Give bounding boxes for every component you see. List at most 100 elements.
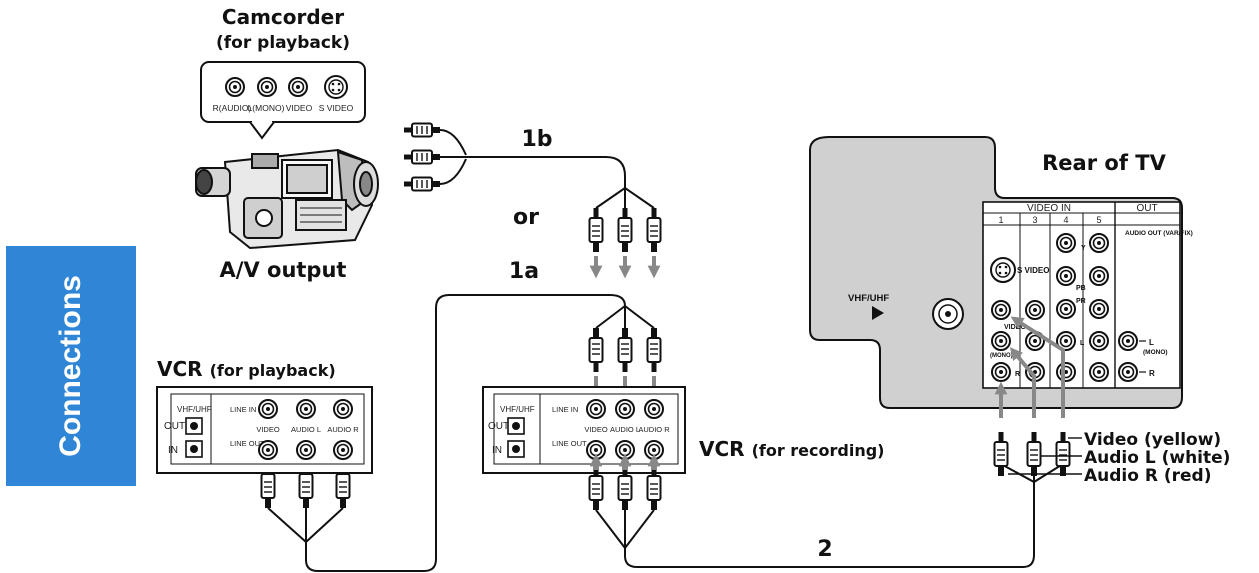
tv-l-mid-label: L xyxy=(1080,340,1085,347)
tv-jack-5-pr xyxy=(1089,299,1109,319)
cable-2-plug xyxy=(993,431,1009,477)
camcorder-jack-label: S VIDEO xyxy=(319,103,354,113)
tv-out-mono-label: (MONO) xyxy=(1143,349,1168,356)
section-tab: Connections xyxy=(6,246,136,486)
vcr-playback-jack-label: VIDEO xyxy=(256,425,280,434)
cable-1b-plug xyxy=(403,149,441,165)
tv-s-video-jack xyxy=(990,257,1016,283)
cable-legend-video: Video (yellow) xyxy=(1084,430,1221,450)
vcr-recording-title: VCR (for recording) xyxy=(699,437,885,461)
vcr-recording-title-sub: (for recording) xyxy=(752,441,885,460)
camcorder-jack-audio-l xyxy=(257,77,277,97)
tv-jack-1-video xyxy=(991,300,1011,320)
vcr-recording-in-audio-l-jack xyxy=(615,399,635,419)
camcorder-subtitle: (for playback) xyxy=(216,33,350,53)
cable-legend-audio-l: Audio L (white) xyxy=(1084,448,1230,468)
vcr-playback-out-video-jack xyxy=(258,440,278,460)
cable-1a xyxy=(267,294,655,572)
tv-r-small-label: R xyxy=(1015,371,1020,378)
tv-jack-5-l xyxy=(1089,331,1109,351)
vcr-playback-out-audio-l-jack xyxy=(296,440,316,460)
cable-legend-audio-r: Audio R (red) xyxy=(1084,466,1211,486)
tv-col-label: 3 xyxy=(1032,215,1037,225)
tv-antenna-jack xyxy=(932,298,964,330)
vcr-playback-vhf: VHF/UHF xyxy=(177,405,212,414)
vcr-playback-title: VCR(for playback) xyxy=(157,357,336,381)
vcr-recording-line-out: LINE OUT xyxy=(552,439,587,448)
vcr-recording-panel: VHF/UHF OUT IN LINE IN LINE OUT VIDEO AU… xyxy=(482,386,686,474)
cable-legend: Video (yellow) Audio L (white) Audio R (… xyxy=(1008,430,1230,486)
cable-2 xyxy=(595,463,1064,568)
vcr-playback-out: OUT xyxy=(164,421,185,432)
camcorder-title: Camcorder xyxy=(222,5,344,29)
vcr-recording-in: IN xyxy=(492,445,502,456)
tv-mono-small-label: (MONO) xyxy=(990,353,1013,359)
vcr-playback-title-main: VCR xyxy=(157,357,203,381)
tv-video-in-header: VIDEO IN xyxy=(1027,203,1071,214)
tv-out-l-label: L xyxy=(1149,338,1154,347)
vcr-recording-out-audio-l-jack xyxy=(615,440,635,460)
cable-1b-plug xyxy=(617,207,633,253)
vcr-recording-out-video-jack xyxy=(586,440,606,460)
tv-y-label: Y xyxy=(1081,245,1086,252)
tv-audio-out-l-jack xyxy=(1118,331,1138,351)
tv-rear-panel: VHF/UHF VIDEO IN OUT 1 3 4 5 AUDIO OUT (… xyxy=(809,136,1193,409)
vcr-playback-jack-label: AUDIO R xyxy=(327,425,359,434)
or-label: or xyxy=(513,205,539,230)
tv-audio-out-r-jack xyxy=(1118,362,1138,382)
vcr-playback-panel: VHF/UHF OUT IN LINE IN LINE OUT VIDEO AU… xyxy=(156,386,373,474)
vcr-playback-in: IN xyxy=(168,445,178,456)
tv-title: Rear of TV xyxy=(1042,151,1166,175)
vcr-recording-in-audio-r-jack xyxy=(644,399,664,419)
vcr-recording-vhf: VHF/UHF xyxy=(500,405,535,414)
cable-2-plug xyxy=(1026,431,1042,477)
vcr-recording-in-video-jack xyxy=(586,399,606,419)
tv-jack-4-r xyxy=(1056,362,1076,382)
vcr-playback-in-audio-r-jack xyxy=(333,399,353,419)
vcr-playback-in-video-jack xyxy=(258,399,278,419)
camcorder-jack-video xyxy=(288,77,308,97)
tv-out-header: OUT xyxy=(1136,203,1157,214)
cable-1b-plug xyxy=(588,207,604,253)
svg-text:VCR(for recording): VCR (for recording) xyxy=(699,437,885,461)
tv-s-video-label: S VIDEO xyxy=(1017,266,1049,275)
tv-jack-3-video xyxy=(1025,300,1045,320)
tv-col-label: 4 xyxy=(1063,215,1068,225)
step-1b-label: 1b xyxy=(521,127,552,152)
vcr-recording-out-audio-r-jack xyxy=(644,440,664,460)
tv-jack-1-audio-l xyxy=(991,331,1011,351)
vcr-recording-jack-label: AUDIO L xyxy=(610,425,640,434)
tv-jack-5-y xyxy=(1089,233,1109,253)
cable-1b-plug xyxy=(403,122,441,138)
cable-2-arrows xyxy=(589,453,661,470)
vcr-playback-line-in: LINE IN xyxy=(230,405,256,414)
tv-cable-arrows xyxy=(994,316,1065,418)
cable-1b-plug xyxy=(403,176,441,192)
tv-col-label: 1 xyxy=(998,215,1003,225)
tv-out-r-label: R xyxy=(1149,369,1155,378)
cable-1b-plug xyxy=(646,207,662,253)
camcorder-jack-s-video xyxy=(324,75,348,99)
camcorder-output-label: A/V output xyxy=(220,258,347,282)
camcorder-jack-label: VIDEO xyxy=(286,103,313,113)
tv-pr-label: PR xyxy=(1076,298,1086,305)
cable-1a-plug xyxy=(646,327,662,373)
tv-vhf-label: VHF/UHF xyxy=(848,293,889,304)
tv-jack-5-r xyxy=(1089,362,1109,382)
cable-1b-arrows xyxy=(589,256,661,279)
tv-jack-1-audio-r xyxy=(991,362,1011,382)
camcorder-jack-audio-r xyxy=(225,77,245,97)
svg-text:VCR(for playback): VCR(for playback) xyxy=(157,357,336,381)
cable-1b xyxy=(439,129,655,209)
vcr-recording-jack-label: AUDIO R xyxy=(638,425,670,434)
cable-1a-plug xyxy=(588,327,604,373)
camcorder-illustration xyxy=(195,148,379,250)
tv-jack-4-y xyxy=(1056,233,1076,253)
vcr-playback-in-audio-l-jack xyxy=(296,399,316,419)
cable-1a-plug xyxy=(617,327,633,373)
vcr-recording-title-main: VCR xyxy=(699,437,745,461)
tv-jack-4-pb xyxy=(1056,266,1076,286)
vcr-recording-line-in: LINE IN xyxy=(552,405,578,414)
cable-2-plug xyxy=(1055,431,1071,477)
